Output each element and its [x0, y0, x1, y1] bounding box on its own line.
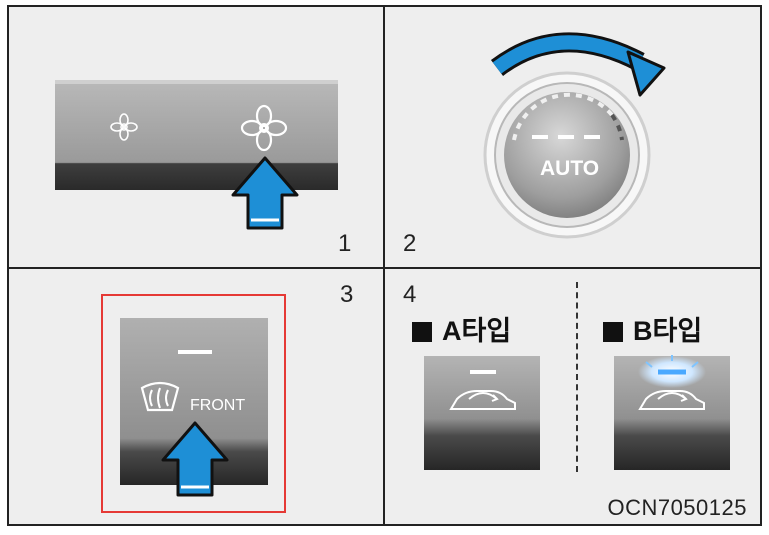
press-arrow-1 — [231, 156, 299, 230]
fan-speed-button — [55, 80, 338, 190]
press-arrow-3 — [161, 421, 229, 497]
recirculation-icon — [449, 390, 516, 410]
type-a-label-text: A타입 — [442, 316, 512, 346]
front-defrost-icon — [140, 381, 180, 412]
figure-code: OCN7050125 — [607, 495, 747, 520]
rotate-arrow — [490, 32, 666, 97]
panel-number-3: 3 — [340, 281, 354, 308]
front-defrost-button — [120, 318, 268, 485]
recirculation-icon — [638, 390, 705, 410]
highlight-box — [101, 294, 286, 513]
front-button-label: FRONT — [190, 397, 246, 414]
square-bullet-icon — [603, 321, 623, 342]
panel-number-1: 1 — [338, 230, 352, 257]
fan-low-icon — [110, 113, 138, 141]
type-b-label-text: B타입 — [633, 316, 703, 346]
type-b-label: B타입 — [603, 318, 702, 345]
square-bullet-icon — [412, 321, 432, 342]
type-a-button — [424, 356, 540, 470]
panel-number-2: 2 — [403, 230, 417, 257]
type-divider — [576, 282, 578, 472]
divider-horizontal — [7, 267, 762, 269]
panel-number-4: 4 — [403, 281, 417, 308]
divider-vertical — [383, 5, 385, 526]
type-a-label: A타입 — [412, 318, 511, 345]
auto-knob — [483, 71, 651, 239]
fan-high-icon — [240, 104, 288, 152]
knob-label: AUTO — [540, 157, 600, 180]
type-b-button — [614, 355, 730, 470]
